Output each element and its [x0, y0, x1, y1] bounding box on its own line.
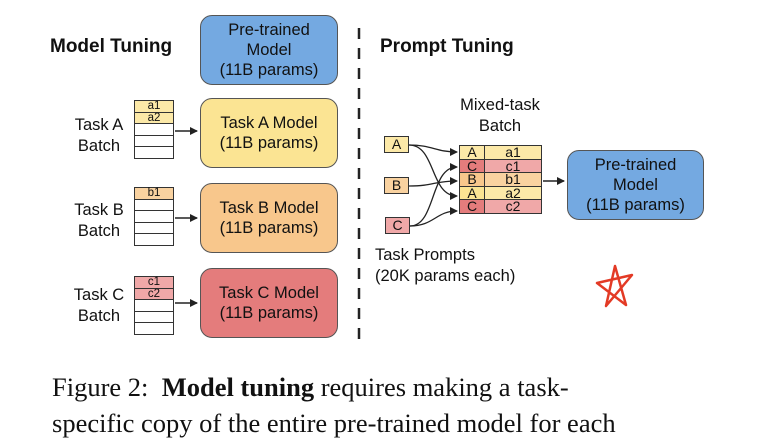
batch-row: C c1: [459, 158, 542, 174]
batch-row-empty: [134, 322, 174, 335]
model-line: Model: [613, 176, 658, 194]
task-a-model: Task A Model (11B params): [200, 98, 338, 168]
task-c-batch-stack: c1 c2: [134, 276, 174, 335]
model-line: (11B params): [219, 134, 319, 152]
task-b-batch-label: Task B Batch: [66, 200, 132, 242]
prompt-tuning-heading: Prompt Tuning: [380, 36, 514, 57]
model-line: Pre-trained: [228, 21, 310, 39]
label-line: Batch: [77, 307, 121, 325]
batch-task-cell: C: [459, 199, 485, 214]
task-prompt-b: B: [384, 177, 409, 194]
task-b-batch-stack: b1: [134, 187, 174, 246]
figure-caption-line-2: specific copy of the entire pre-trained …: [52, 408, 616, 438]
model-tuning-heading: Model Tuning: [50, 36, 173, 57]
model-line: Model: [246, 41, 292, 59]
model-line: Pre-trained: [594, 156, 677, 174]
arrow: [409, 207, 458, 227]
model-line: Task A Model: [220, 114, 318, 132]
batch-item-cell: c2: [484, 199, 542, 214]
arrow: [408, 144, 458, 200]
task-prompt-c: C: [385, 217, 410, 234]
mixed-task-batch-label: Mixed-task Batch: [440, 95, 560, 137]
batch-item-cell: b1: [484, 172, 542, 187]
model-line: Task C Model: [219, 284, 319, 302]
figure-caption-line-1: Figure 2: Model tuning requires making a…: [52, 372, 569, 403]
task-c-batch-label: Task C Batch: [66, 285, 132, 327]
arrow: [409, 163, 458, 227]
label-line: Task B: [74, 201, 124, 219]
batch-row-empty: [134, 233, 174, 246]
task-prompts-label: Task Prompts (20K params each): [375, 245, 545, 287]
mixed-task-batch-table: A a1 C c1 B b1 A a2 C c2: [459, 145, 542, 214]
label-line: Batch: [77, 137, 121, 155]
arrow: [408, 177, 458, 187]
batch-row: C c2: [459, 199, 542, 214]
caption-bold-term: Model tuning: [161, 372, 315, 402]
task-a-batch-label: Task A Batch: [66, 115, 132, 157]
model-tuning-pretrained-model: Pre-trained Model (11B params): [200, 15, 338, 85]
model-line: Task B Model: [219, 199, 319, 217]
batch-row: A a1: [459, 145, 542, 160]
batch-row: A a2: [459, 185, 542, 201]
task-c-model: Task C Model (11B params): [200, 268, 338, 338]
model-line: (11B params): [219, 304, 319, 322]
label-line: Task Prompts: [375, 246, 475, 264]
label-line: Batch: [77, 222, 121, 240]
task-b-model: Task B Model (11B params): [200, 183, 338, 253]
model-line: (11B params): [586, 196, 685, 214]
prompt-tuning-pretrained-model: Pre-trained Model (11B params): [567, 150, 704, 220]
task-prompt-a: A: [384, 136, 409, 153]
label-line: Task C: [73, 286, 125, 304]
caption-text: requires making a task-: [320, 372, 569, 402]
star-annotation-icon: [595, 264, 634, 308]
label-line: Batch: [478, 117, 522, 135]
batch-item-cell: a2: [484, 185, 542, 201]
batch-row-empty: [134, 146, 174, 159]
model-line: (11B params): [219, 61, 319, 79]
task-a-batch-stack: a1 a2: [134, 100, 174, 159]
label-line: Mixed-task: [460, 96, 540, 114]
figure-number: Figure 2:: [52, 372, 149, 402]
label-line: Task A: [74, 116, 124, 134]
batch-item-cell: a1: [484, 145, 542, 160]
model-line: (11B params): [219, 219, 319, 237]
label-line: (20K params each): [375, 267, 516, 285]
